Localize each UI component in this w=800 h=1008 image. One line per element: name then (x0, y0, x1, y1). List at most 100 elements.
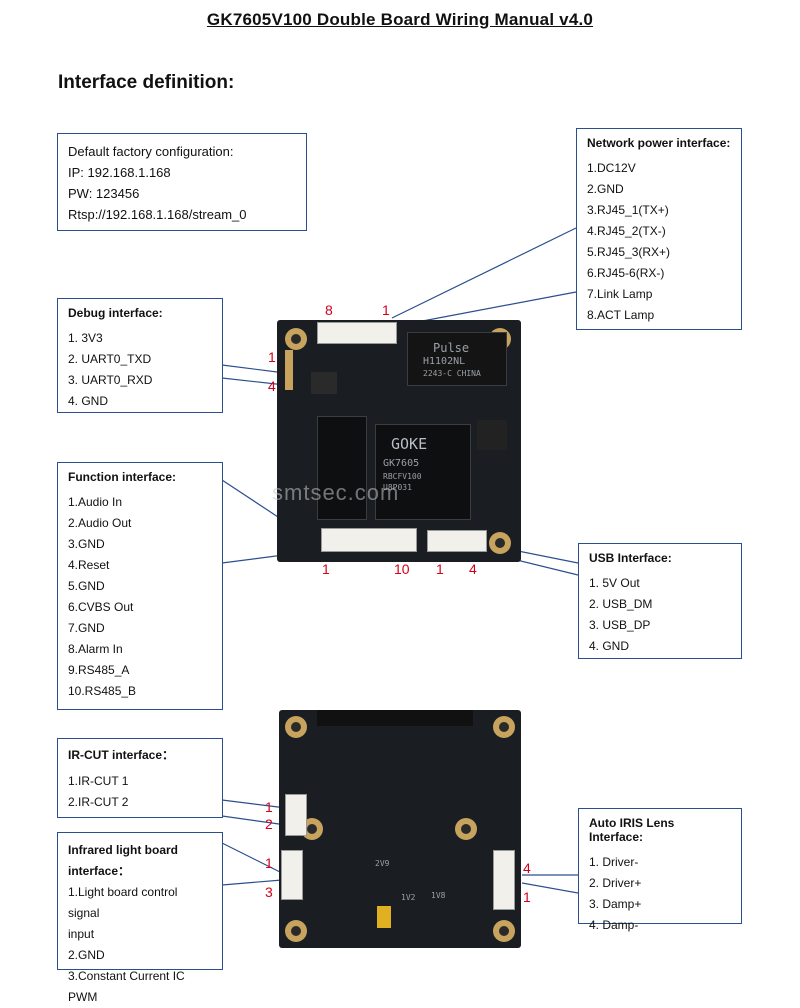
debug-pin: 4. GND (68, 394, 109, 408)
mount-hole (285, 328, 307, 350)
ircut-interface-box: IR-CUT interface： 1.IR-CUT 1 2.IR-CUT 2 (57, 738, 223, 818)
iris-pin: 2. Driver+ (589, 876, 642, 890)
iris-pin: 4. Damp- (589, 918, 639, 932)
ircut-pin: 2.IR-CUT 2 (68, 795, 129, 809)
function-connector (321, 528, 417, 552)
usb-interface-heading: USB Interface: (589, 551, 672, 565)
function-pin: 8.Alarm In (68, 642, 123, 656)
ircut-connector (285, 794, 307, 836)
pulse-part-text: H1102NL (423, 356, 466, 367)
sensor-connector (317, 710, 473, 726)
factory-config-ip: IP: 192.168.1.168 (68, 165, 171, 180)
network-pin: 1.DC12V (587, 161, 636, 175)
infrared-line-1 (221, 842, 283, 874)
network-line-1 (391, 227, 577, 319)
debug-interface-heading: Debug interface: (68, 306, 163, 320)
pin-label: 1 (265, 799, 273, 815)
pin-label: 1 (322, 561, 330, 577)
pin-label: 8 (325, 302, 333, 318)
board-marking: 2V9 (375, 859, 390, 868)
usb-pin: 3. USB_DP (589, 618, 651, 632)
function-pin: 6.CVBS Out (68, 600, 134, 614)
iris-connector (493, 850, 515, 910)
section-heading: Interface definition: (58, 72, 235, 93)
pulse-code-text: 2243-C CHINA (423, 369, 481, 378)
mount-hole (455, 818, 477, 840)
function-interface-box: Function interface: 1.Audio In 2.Audio O… (57, 462, 223, 710)
ircut-interface-heading: IR-CUT interface： (68, 748, 175, 762)
factory-config-pw: PW: 123456 (68, 186, 140, 201)
infrared-pin: 3.Constant Current IC PWM (68, 969, 185, 1004)
function-pin: 1.Audio In (68, 495, 123, 509)
network-pin: 6.RJ45-6(RX-) (587, 266, 665, 280)
infrared-interface-box: Infrared light board interface： 1.Light … (57, 832, 223, 1004)
ircut-line-1 (221, 799, 287, 809)
component (477, 420, 507, 450)
pin-label: 1 (265, 855, 273, 871)
function-pin: 10.RS485_B (68, 684, 137, 698)
network-pin: 4.RJ45_2(TX-) (587, 224, 666, 238)
debug-pin: 1. 3V3 (68, 331, 103, 345)
infrared-pin: input (68, 927, 95, 941)
function-pin: 5.GND (68, 579, 105, 593)
debug-line-1 (221, 364, 286, 374)
mount-hole (285, 920, 307, 942)
infrared-pin: 1.Light board control signal (68, 885, 178, 920)
pin-label: 4 (523, 860, 531, 876)
watermark: smtsec.com (272, 480, 400, 505)
network-pin: 8.ACT Lamp (587, 308, 655, 322)
pin-label: 1 (436, 561, 444, 577)
iris-line-2 (521, 882, 579, 894)
pin-label: 10 (394, 561, 410, 577)
function-interface-heading: Function interface: (68, 470, 177, 484)
function-pin: 2.Audio Out (68, 516, 132, 530)
function-pin: 9.RS485_A (68, 663, 130, 677)
board-marking: 1V8 (431, 891, 446, 900)
infrared-line-2 (221, 879, 283, 886)
usb-connector (427, 530, 487, 552)
usb-pin: 2. USB_DM (589, 597, 653, 611)
pin-label: 4 (469, 561, 477, 577)
infrared-interface-heading-2: interface： (68, 864, 131, 878)
ircut-pin: 1.IR-CUT 1 (68, 774, 129, 788)
goke-code-text: U8P031 (383, 483, 412, 492)
ircut-line-2 (221, 815, 287, 826)
debug-interface-box: Debug interface: 1. 3V3 2. UART0_TXD 3. … (57, 298, 223, 413)
mount-hole (493, 716, 515, 738)
factory-config-heading: Default factory configuration: (68, 144, 234, 159)
pin-label: 1 (523, 889, 531, 905)
usb-pin: 1. 5V Out (589, 576, 640, 590)
pulse-logo-text: Pulse (433, 341, 470, 355)
mount-hole (493, 920, 515, 942)
goke-sub-text: RBCFV100 (383, 472, 422, 481)
board-marking: 1V2 (401, 893, 416, 902)
network-pin: 2.GND (587, 182, 624, 196)
mount-hole (489, 532, 511, 554)
pulse-transformer (407, 332, 507, 386)
goke-logo-text: GOKE (391, 435, 428, 453)
network-pin: 7.Link Lamp (587, 287, 653, 301)
factory-config-rtsp: Rtsp://192.168.1.168/stream_0 (68, 207, 247, 222)
function-pin: 7.GND (68, 621, 105, 635)
mount-hole (285, 716, 307, 738)
goke-soc-chip (375, 424, 471, 520)
component (377, 906, 391, 928)
debug-pin: 2. UART0_TXD (68, 352, 152, 366)
pin-label: 4 (268, 378, 276, 394)
debug-header (285, 350, 293, 390)
network-pin: 3.RJ45_1(TX+) (587, 203, 669, 217)
pin-label: 1 (268, 349, 276, 365)
memory-chip (317, 416, 367, 520)
debug-line-2 (221, 377, 286, 386)
factory-config-box: Default factory configuration: IP: 192.1… (57, 133, 307, 231)
network-power-heading: Network power interface: (587, 136, 731, 150)
iris-pin: 3. Damp+ (589, 897, 642, 911)
network-pin: 5.RJ45_3(RX+) (587, 245, 671, 259)
function-pin: 3.GND (68, 537, 105, 551)
infrared-connector (281, 850, 303, 900)
usb-pin: 4. GND (589, 639, 630, 653)
network-connector (317, 322, 397, 344)
main-board-image: Pulse H1102NL 2243-C CHINA GOKE GK7605 R… (277, 320, 521, 562)
function-pin: 4.Reset (68, 558, 110, 572)
pin-label: 3 (265, 884, 273, 900)
